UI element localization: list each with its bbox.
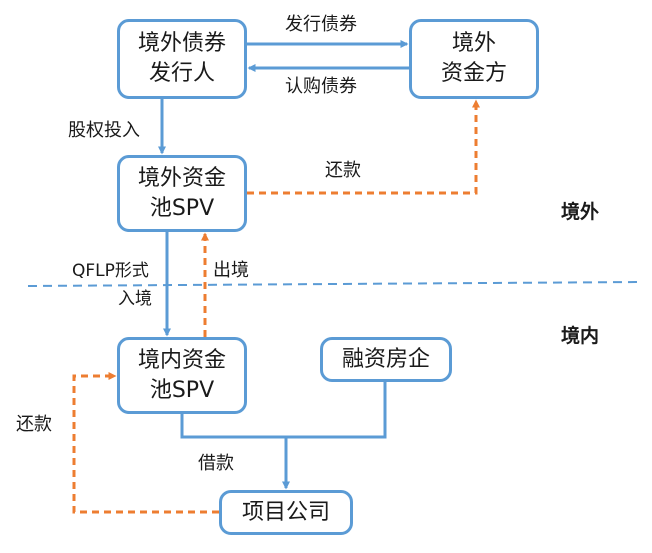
node-label-line2: 池SPV	[149, 195, 215, 221]
node-offshore-bond-issuer: 境外债券 发行人	[117, 19, 247, 99]
edge-label-loan: 借款	[198, 453, 234, 474]
node-label-line2: 发行人	[148, 61, 215, 86]
node-label: 项目公司	[241, 499, 330, 525]
edge-label-repayment-offshore: 还款	[325, 160, 361, 181]
node-label-line1: 境外	[451, 31, 496, 56]
node-onshore-fund-pool-spv: 境内资金 池SPV	[117, 337, 247, 414]
edge-label-equity-investment: 股权投入	[68, 120, 140, 141]
repayment-onshore-arrow	[72, 372, 219, 514]
node-label-line1: 境外债券	[137, 31, 226, 56]
node-real-estate-company: 融资房企	[320, 337, 452, 382]
boundary-line	[27, 281, 641, 287]
node-label-line1: 境外资金	[137, 165, 226, 191]
edge-label-qflp-line2: 入境	[118, 289, 152, 309]
edge-label-subscribe-bonds: 认购债券	[285, 76, 357, 97]
repayment-offshore-arrow	[247, 99, 480, 195]
node-label-line2: 资金方	[440, 61, 507, 86]
node-label: 融资房企	[341, 346, 430, 372]
node-offshore-fund-pool-spv: 境外资金 池SPV	[117, 155, 247, 232]
edge-label-outbound: 出境	[213, 260, 249, 281]
edge-label-qflp-line1: QFLP形式	[72, 261, 149, 281]
region-label-onshore: 境内	[561, 325, 600, 347]
node-offshore-funder: 境外 资金方	[409, 19, 539, 99]
edge-label-repayment-onshore: 还款	[16, 414, 52, 435]
edge-label-issue-bonds: 发行债券	[285, 14, 357, 35]
node-label-line1: 境内资金	[137, 347, 226, 373]
loan-connector	[180, 382, 387, 439]
region-label-offshore: 境外	[561, 201, 600, 223]
node-project-company: 项目公司	[219, 490, 353, 535]
node-label-line2: 池SPV	[149, 377, 215, 403]
